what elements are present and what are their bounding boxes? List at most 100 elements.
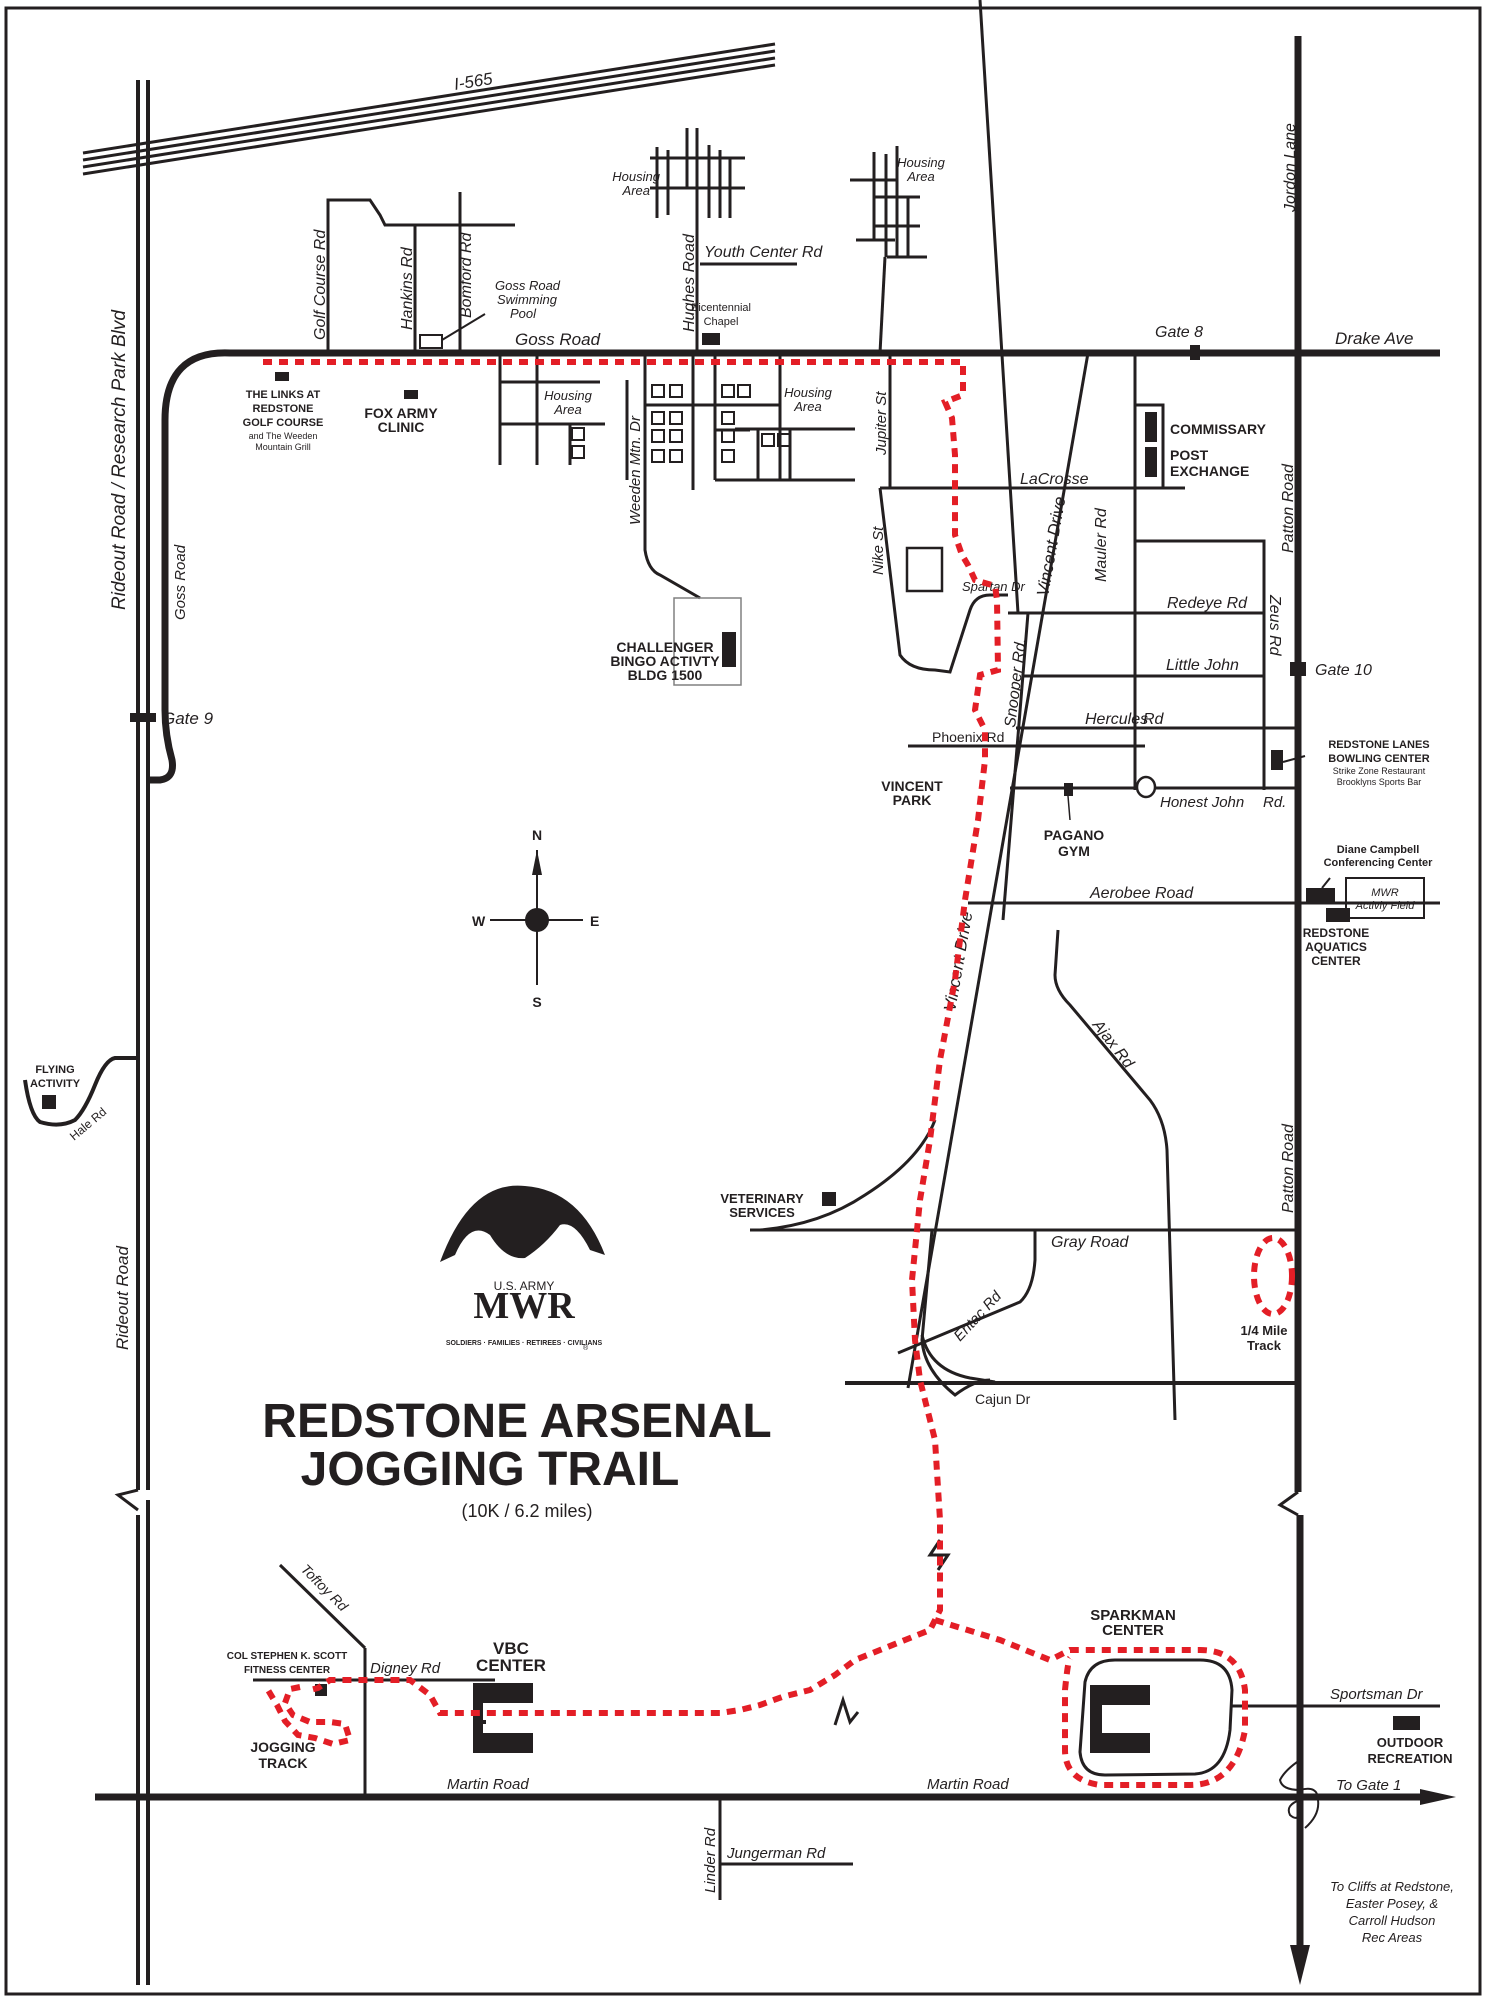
- bowling-building: [1271, 750, 1283, 770]
- svg-text:ACTIVITY: ACTIVITY: [30, 1078, 81, 1090]
- map-border: [4, 6, 1482, 1996]
- svg-text:REDSTONE LANES: REDSTONE LANES: [1328, 739, 1429, 751]
- svg-text:VINCENT: VINCENT: [881, 778, 943, 794]
- label-housing-3: Housing Area: [612, 169, 660, 198]
- label-gate10: Gate 10: [1315, 662, 1372, 679]
- svg-text:FITNESS CENTER: FITNESS CENTER: [244, 1665, 331, 1676]
- label-hankins: Hankins Rd: [399, 246, 416, 330]
- label-digney: Digney Rd: [370, 1660, 441, 1677]
- label-gray: Gray Road: [1051, 1234, 1129, 1251]
- label-pagano: PAGANO GYM: [1044, 827, 1105, 859]
- svg-text:CENTER: CENTER: [1102, 1622, 1164, 1639]
- label-vbc: VBC CENTER: [476, 1639, 546, 1675]
- sparkman-building: [1090, 1685, 1150, 1753]
- road-rideout: [114, 80, 150, 1985]
- svg-text:MWR: MWR: [1371, 887, 1399, 899]
- aquatics-building: [1326, 908, 1350, 922]
- label-vincent-park: VINCENT PARK: [881, 778, 943, 808]
- label-flying: FLYING ACTIVITY: [30, 1064, 81, 1090]
- jogging-trail-route: [263, 359, 1002, 1748]
- gate8-marker: [1190, 345, 1200, 360]
- mwr-logo: U.S. ARMY MWR SOLDIERS · FAMILIES · RETI…: [440, 1185, 605, 1352]
- label-mwr-field: MWR Activiy Field: [1355, 887, 1416, 912]
- label-pool: Goss Road Swimming Pool: [495, 278, 561, 321]
- housing-area-2: [625, 353, 855, 600]
- road-hale: [23, 1056, 138, 1127]
- break-mark-trail: [833, 1695, 860, 1726]
- svg-text:Housing: Housing: [897, 155, 945, 170]
- road-i565: [82, 42, 776, 176]
- logo-ring-text: SOLDIERS · FAMILIES · RETIREES · CIVILIA…: [446, 1340, 603, 1347]
- map-title: REDSTONE ARSENAL JOGGING TRAIL (10K / 6.…: [262, 1395, 771, 1521]
- svg-text:SPARKMAN: SPARKMAN: [1090, 1607, 1176, 1624]
- svg-text:SERVICES: SERVICES: [729, 1205, 795, 1220]
- label-drake: Drake Ave: [1335, 329, 1413, 348]
- vet-building: [822, 1192, 836, 1206]
- road-toftoy: [278, 1563, 367, 1650]
- svg-text:CLINIC: CLINIC: [378, 419, 425, 435]
- label-bingo: CHALLENGER BINGO ACTIVTY BLDG 1500: [610, 639, 720, 683]
- label-redeye: Redeye Rd: [1167, 595, 1248, 612]
- svg-text:To Cliffs at Redstone,: To Cliffs at Redstone,: [1330, 1879, 1454, 1894]
- label-hercules: Hercules: [1085, 711, 1148, 728]
- road-entac: [897, 1230, 1037, 1355]
- label-bomford: Bomford Rd: [458, 232, 475, 318]
- svg-text:Chapel: Chapel: [704, 316, 739, 328]
- svg-text:Goss Road: Goss Road: [495, 278, 561, 293]
- svg-text:TRACK: TRACK: [259, 1755, 308, 1771]
- trail-sparkman-loop: [934, 1617, 1248, 1788]
- label-jordon: Jordon Lane: [1282, 123, 1299, 213]
- svg-text:Area: Area: [793, 399, 821, 414]
- label-hercules-rd: Rd: [1143, 711, 1165, 728]
- svg-text:VETERINARY: VETERINARY: [720, 1191, 804, 1206]
- label-diane-campbell: Diane Campbell Conferencing Center: [1324, 844, 1434, 869]
- label-patton-upper: Patton Road: [1280, 463, 1297, 553]
- svg-text:1/4 Mile: 1/4 Mile: [1241, 1323, 1288, 1338]
- svg-text:PARK: PARK: [893, 792, 932, 808]
- compass-e: E: [590, 913, 599, 929]
- svg-text:Track: Track: [1247, 1338, 1282, 1353]
- svg-text:Area: Area: [622, 183, 650, 198]
- svg-text:FLYING: FLYING: [35, 1064, 74, 1076]
- svg-text:AQUATICS: AQUATICS: [1305, 940, 1367, 954]
- road-vincent-north: [878, 256, 887, 354]
- svg-text:Housing: Housing: [612, 169, 660, 184]
- svg-text:Swimming: Swimming: [497, 292, 558, 307]
- title-subtitle: (10K / 6.2 miles): [461, 1501, 592, 1521]
- label-rideout-research: Rideout Road / Research Park Blvd: [109, 309, 130, 610]
- label-spartan: Spartan Dr: [962, 579, 1026, 594]
- label-zeus: Zeus Rd: [1266, 594, 1283, 657]
- svg-text:Housing: Housing: [544, 388, 592, 403]
- svg-text:CENTER: CENTER: [476, 1656, 546, 1675]
- compass-s: S: [532, 994, 541, 1010]
- road-goss: [148, 349, 1440, 784]
- svg-text:COL STEPHEN K. SCOTT: COL STEPHEN K. SCOTT: [227, 1651, 347, 1662]
- road-vet: [759, 1119, 937, 1232]
- svg-text:REDSTONE: REDSTONE: [1303, 926, 1369, 940]
- svg-text:Brooklyns Sports Bar: Brooklyns Sports Bar: [1337, 777, 1422, 787]
- svg-text:JOGGING: JOGGING: [250, 1739, 315, 1755]
- svg-text:Easter Posey, &: Easter Posey, &: [1346, 1896, 1438, 1911]
- px-building: [1145, 447, 1157, 477]
- svg-text:and The Weeden: and The Weeden: [249, 431, 318, 441]
- bingo-building: [722, 632, 736, 667]
- road-nike: [878, 487, 1008, 674]
- label-housing-2: Housing Area: [784, 385, 832, 414]
- mwr-field: [1345, 877, 1425, 919]
- label-jogging-track: JOGGING TRACK: [250, 1739, 315, 1771]
- svg-text:FOX ARMY: FOX ARMY: [364, 405, 438, 421]
- svg-text:Mountain Grill: Mountain Grill: [255, 442, 311, 452]
- label-housing-1: Housing Area: [544, 388, 592, 417]
- label-outdoor-rec: OUTDOOR RECREATION: [1368, 1735, 1453, 1766]
- svg-text:PAGANO: PAGANO: [1044, 827, 1105, 843]
- quarter-mile-track: [1251, 1235, 1295, 1317]
- label-hale: Hale Rd: [67, 1105, 109, 1144]
- label-honest-john-rd: Rd.: [1263, 794, 1286, 811]
- label-linder: Linder Rd: [702, 1827, 719, 1893]
- svg-text:GOLF COURSE: GOLF COURSE: [243, 417, 324, 429]
- svg-text:OUTDOOR: OUTDOOR: [1377, 1735, 1444, 1750]
- svg-text:®: ®: [583, 1344, 589, 1352]
- svg-text:Rec Areas: Rec Areas: [1362, 1930, 1423, 1945]
- label-youth-center: Youth Center Rd: [704, 244, 823, 261]
